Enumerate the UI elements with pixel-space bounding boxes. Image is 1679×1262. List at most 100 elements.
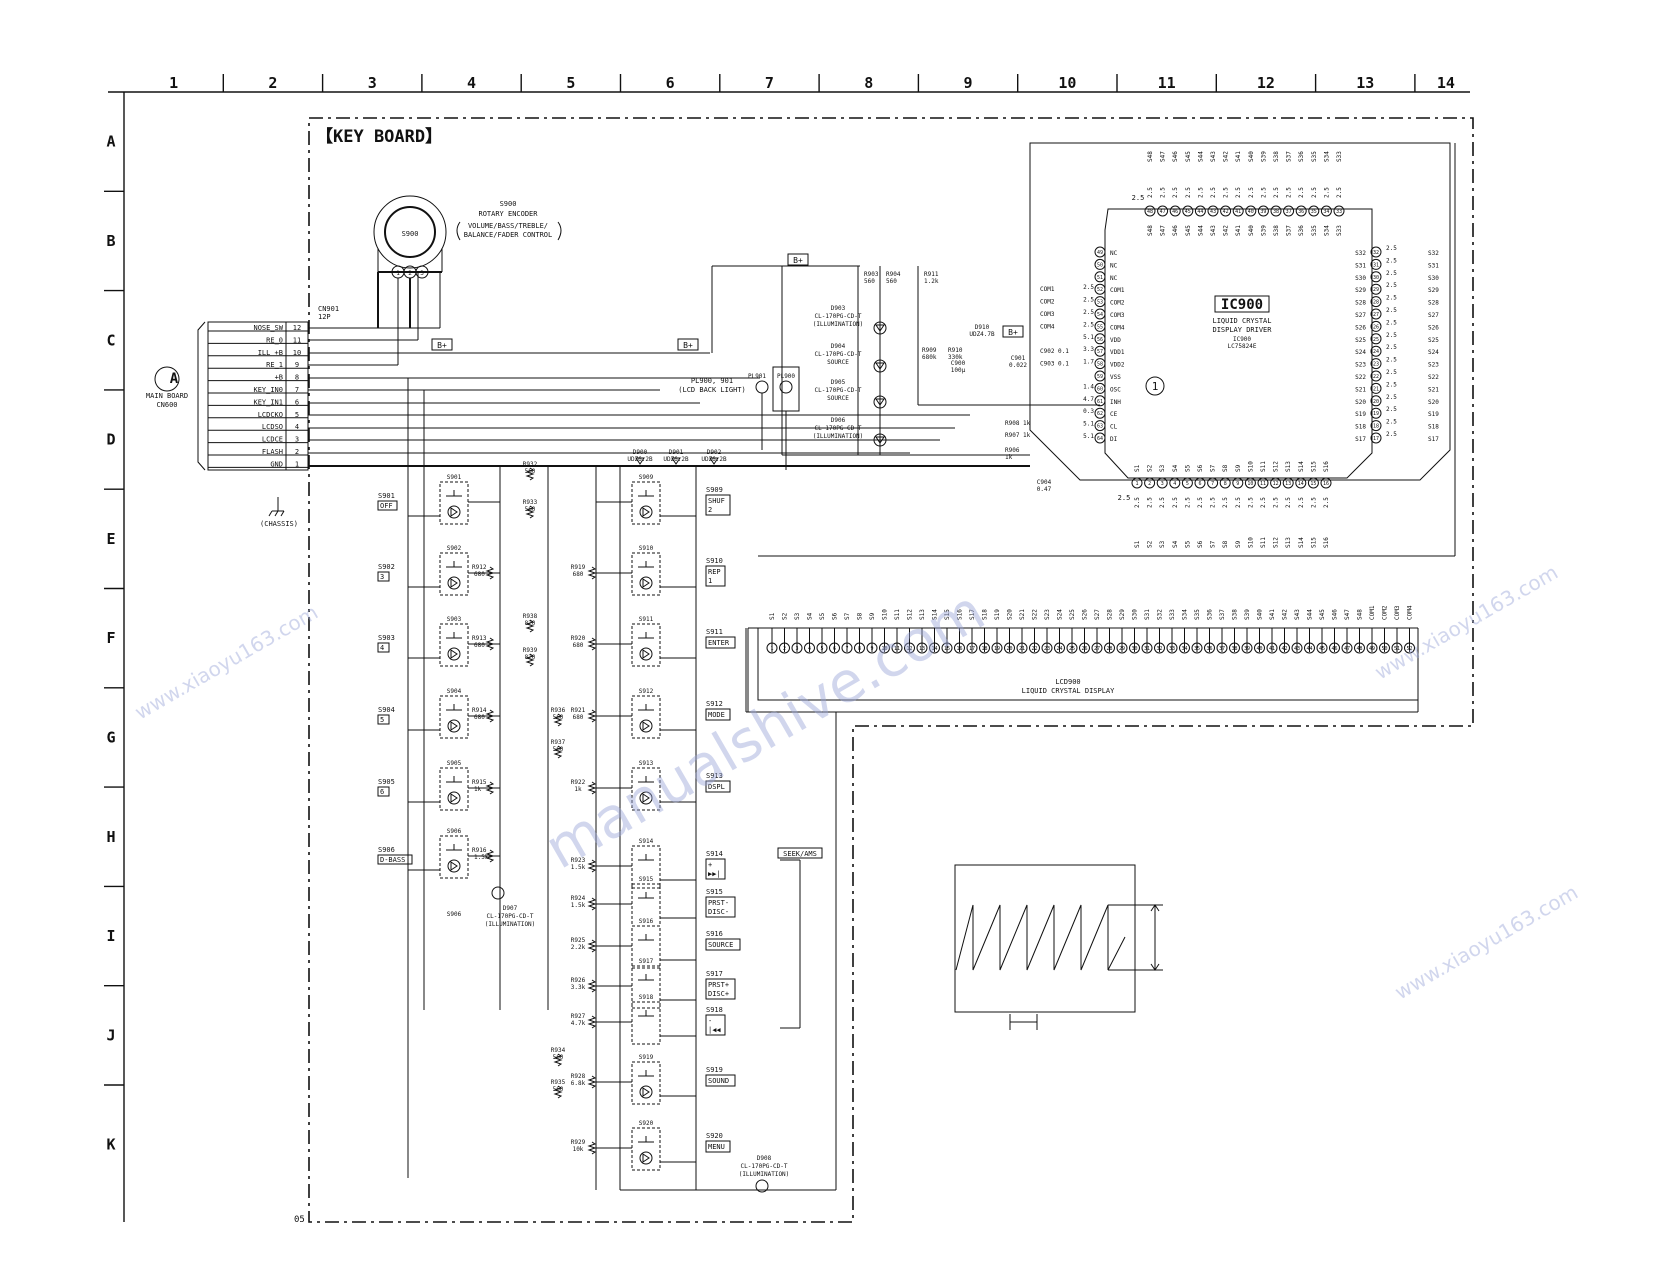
led-part: CL-170PG-CD-T bbox=[815, 351, 862, 358]
ic-bottom-pin-inner: S13 bbox=[1285, 461, 1292, 472]
switch-res-val: 3.3k bbox=[571, 984, 586, 991]
lcd-pin bbox=[1141, 642, 1153, 654]
connector-signal: LCDCKO bbox=[258, 411, 283, 419]
ic-bottom-pin-inner: S5 bbox=[1184, 464, 1191, 472]
ic-left-pin bbox=[1094, 370, 1106, 382]
ic-left-pin-name: COM1 bbox=[1110, 287, 1125, 294]
ic-bottom-pin-num: 9 bbox=[1236, 481, 1239, 487]
ic-left-pin bbox=[1094, 432, 1106, 444]
ic-right-pin bbox=[1370, 283, 1382, 295]
ic-bottom-volt: 2.5 bbox=[1172, 497, 1179, 508]
lcd-pin-num: 32 bbox=[1156, 646, 1162, 652]
ic900-bottom-pins: S112.5S1S222.5S2S332.5S3S442.5S4S552.5S5… bbox=[1118, 461, 1332, 548]
switch-res-ref: R924 bbox=[571, 895, 586, 902]
ic-bottom-pin-inner: S8 bbox=[1222, 464, 1229, 472]
switch-tag-box bbox=[377, 714, 390, 725]
ic-top-pin-name: S48 bbox=[1147, 151, 1154, 162]
resistor-symbol bbox=[553, 713, 563, 727]
switch-side-ref: S919 bbox=[706, 1066, 723, 1074]
switch-res-ref: R919 bbox=[571, 564, 586, 571]
lcd-pin bbox=[1191, 642, 1203, 654]
switch-res-ref: R915 bbox=[472, 779, 487, 786]
lcd-pin-label: S4 bbox=[807, 612, 814, 620]
cn901-label: CN901 bbox=[318, 305, 339, 313]
lcd-pin-num: 15 bbox=[944, 646, 950, 652]
page-code: 05 bbox=[294, 1215, 305, 1225]
lcd-pin bbox=[1316, 642, 1328, 654]
encoder-ref-2: S900 bbox=[500, 200, 517, 208]
ic-bottom-pin-inner: S7 bbox=[1210, 464, 1217, 472]
ic-right-volt: 2.5 bbox=[1386, 270, 1397, 277]
ic-top-pin-name: S47 bbox=[1160, 151, 1167, 162]
ic-bottom-pin-name: S13 bbox=[1285, 537, 1292, 548]
ic-top-pin bbox=[1169, 205, 1181, 217]
lcd-pin-label: S37 bbox=[1219, 609, 1226, 620]
ic-right-pin-name: S19 bbox=[1428, 411, 1439, 418]
lcd-pin-num: 50 bbox=[1381, 646, 1387, 652]
switch-tag-box bbox=[377, 854, 413, 865]
switch-ref: S917 bbox=[639, 958, 654, 965]
ic-bottom-pin-name: S15 bbox=[1310, 537, 1317, 548]
switch-led bbox=[639, 791, 653, 805]
switch-res-ref: R912 bbox=[472, 564, 487, 571]
ic-right-pin-name-inner: S18 bbox=[1355, 424, 1366, 431]
switch-res-ref: R923 bbox=[571, 857, 586, 864]
switch-led-diode bbox=[642, 1087, 650, 1097]
switch-led-diode bbox=[642, 793, 650, 803]
led-ref: D905 bbox=[831, 379, 846, 386]
ic-left-pin-num: 50 bbox=[1097, 262, 1103, 268]
grid-col-9: 9 bbox=[964, 74, 973, 92]
switch-side-ref: S906 bbox=[378, 846, 395, 854]
ic-bottom-pin bbox=[1169, 477, 1181, 489]
lcd-pin bbox=[1229, 642, 1240, 654]
ic-top-pin-name: S45 bbox=[1185, 151, 1192, 162]
d907-note: (ILLUMINATION) bbox=[485, 921, 536, 928]
lcd-pin-label: S41 bbox=[1269, 609, 1276, 620]
ic-bottom-pin-name: S10 bbox=[1247, 537, 1254, 548]
lcd-pin-label: S26 bbox=[1082, 609, 1089, 620]
ic-left-pin-name: CL bbox=[1110, 424, 1118, 431]
ic-left-pin-num: 56 bbox=[1097, 337, 1103, 343]
lcd-pin-label: COM2 bbox=[1382, 605, 1389, 620]
lcd-pin-num: 38 bbox=[1231, 646, 1237, 652]
zener-val: UDZ6.2B bbox=[701, 456, 727, 463]
rotary-encoder-s900 bbox=[373, 195, 447, 279]
switch-led-diode bbox=[642, 649, 650, 659]
switch-led bbox=[639, 505, 653, 519]
switch-ref: S902 bbox=[447, 545, 462, 552]
ic-bottom-volt: 2.5 bbox=[1235, 497, 1242, 508]
lcd-pin-num: 49 bbox=[1369, 646, 1375, 652]
switch-tag: REP bbox=[708, 568, 721, 576]
lcd-pin-label: S36 bbox=[1207, 609, 1214, 620]
ic-top-pin-name-inner: S39 bbox=[1260, 225, 1267, 236]
switch-led-diode bbox=[450, 507, 458, 517]
ic-left-pin-num: 58 bbox=[1097, 362, 1103, 368]
lcd-pin-num: 34 bbox=[1181, 646, 1187, 652]
switch-led-diode bbox=[642, 578, 650, 588]
ic-right-pin bbox=[1370, 358, 1382, 370]
lcd-pin-label: S1 bbox=[769, 612, 776, 620]
switch-tag: + bbox=[708, 861, 712, 869]
switch-res-val: 1k bbox=[574, 786, 582, 793]
lcd-pin-label: S40 bbox=[1257, 609, 1264, 620]
resistor-symbol bbox=[553, 1053, 563, 1067]
resistor-symbol bbox=[587, 897, 597, 911]
ic-top-volt: 2.5 bbox=[1336, 187, 1343, 198]
ic-left-pin-num: 61 bbox=[1097, 399, 1103, 405]
ic-bottom-pin-inner: S6 bbox=[1197, 464, 1204, 472]
switch-res-val: 680 bbox=[474, 714, 485, 721]
lcd-pin-label: S20 bbox=[1007, 609, 1014, 620]
ic-top-pin bbox=[1295, 205, 1307, 217]
switch-res-val: 6.8k bbox=[571, 1080, 586, 1087]
mid-res-ref: R933 bbox=[523, 499, 538, 506]
lcd-pin-num: 36 bbox=[1206, 646, 1212, 652]
ic-right-pin-name-inner: S27 bbox=[1355, 312, 1366, 319]
ic-top-pin bbox=[1207, 205, 1219, 217]
ic-right-pin-num: 21 bbox=[1373, 386, 1379, 392]
resistor-symbol bbox=[587, 709, 597, 723]
switch-tag-box bbox=[377, 642, 390, 653]
watermark-left: www.xiaoyu163.com bbox=[131, 600, 322, 724]
lcd-pin bbox=[941, 642, 953, 654]
lcd-pin bbox=[841, 642, 853, 654]
